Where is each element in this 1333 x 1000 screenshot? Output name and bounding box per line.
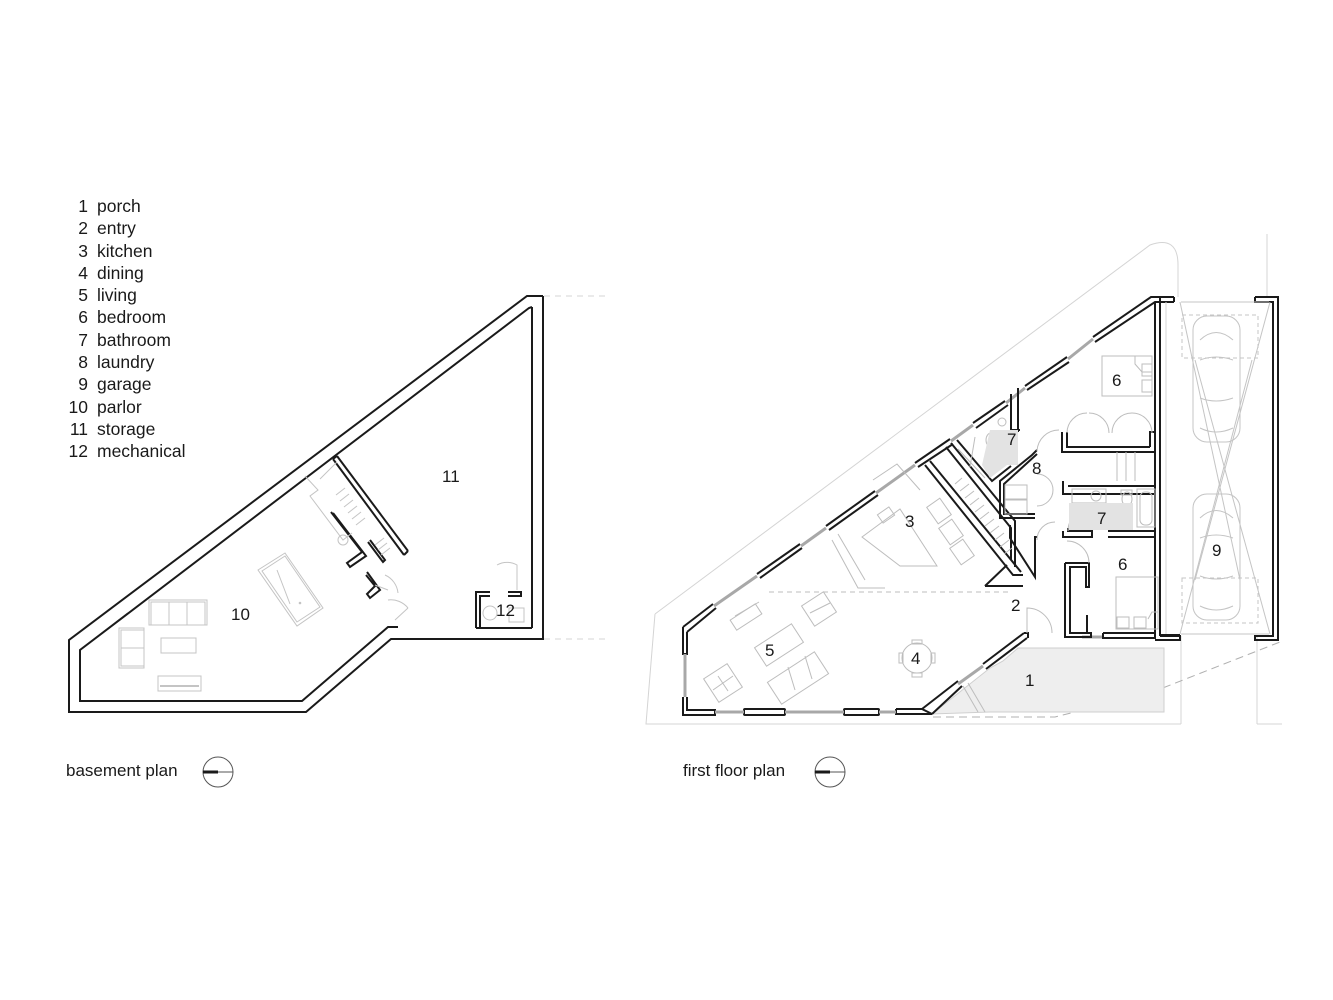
basement-exterior-wall: [68, 295, 544, 713]
washer-icon: [1004, 484, 1028, 500]
room-label-parlor: 10: [231, 605, 250, 624]
first-floor-furniture: [702, 355, 1159, 713]
room-label-bedroom: 6: [1112, 371, 1121, 390]
room-label-porch: 1: [1025, 671, 1034, 690]
kitchen-counter-icon: [872, 463, 975, 566]
armchair-icon: [702, 662, 744, 704]
room-label-bathroom: 7: [1007, 430, 1016, 449]
sofa-icon: [148, 599, 208, 626]
stair-icon: [304, 461, 391, 556]
media-console-icon: [729, 601, 763, 631]
sink-icon: [997, 417, 1007, 427]
north-arrow-icon: [202, 756, 234, 788]
car-icon: [1192, 493, 1241, 621]
sofa-icon: [766, 651, 830, 705]
basement-furniture: [118, 461, 525, 692]
room-label-mechanical: 12: [496, 601, 515, 620]
bed-icon: [1101, 355, 1153, 397]
room-label-laundry: 8: [1032, 459, 1041, 478]
bathtub-icon: [1136, 488, 1156, 528]
kitchen-island-icon: [831, 508, 938, 589]
dryer-icon: [1004, 499, 1028, 515]
first-floor-plan-caption: first floor plan: [683, 761, 786, 780]
mechanical-equipment-icon: [482, 605, 525, 623]
media-console-icon: [157, 675, 202, 692]
room-label-storage: 11: [442, 467, 460, 486]
room-label-garage: 9: [1212, 541, 1221, 560]
coffee-table-icon: [160, 637, 197, 654]
armchair-icon: [118, 627, 145, 669]
basement-plan-caption: basement plan: [66, 761, 178, 780]
coffee-table-icon: [753, 623, 805, 667]
garage-cars: [1165, 301, 1271, 635]
north-arrow-icon: [814, 756, 846, 788]
stair-icon: [954, 477, 1013, 555]
armchair-icon: [800, 591, 838, 627]
bath-tile-hatch: [982, 430, 1133, 530]
room-label-kitchen: 3: [905, 512, 914, 531]
first-floor-plan: 1 2 3 4 5 6 6 7 7 8 9: [645, 234, 1282, 725]
dining-table-icon: [898, 639, 936, 678]
room-label-entry: 2: [1011, 596, 1020, 615]
room-label-dining: 4: [911, 649, 920, 668]
door-swing-icon: [374, 561, 518, 621]
bed-icon: [1115, 576, 1159, 630]
pool-table-icon: [257, 552, 324, 627]
window-glazing: [683, 337, 1103, 714]
shower-icon: [957, 436, 986, 479]
room-label-bedroom: 6: [1118, 555, 1127, 574]
basement-interior-walls: [330, 455, 532, 629]
site-boundary: [645, 234, 1282, 725]
sink-icon: [1071, 488, 1107, 504]
porch-paving: [930, 647, 1165, 715]
room-label-living: 5: [765, 641, 774, 660]
property-line: [544, 295, 608, 640]
car-icon: [1192, 315, 1241, 443]
room-label-bathroom: 7: [1097, 509, 1106, 528]
basement-plan: 10 11 12: [68, 295, 608, 713]
